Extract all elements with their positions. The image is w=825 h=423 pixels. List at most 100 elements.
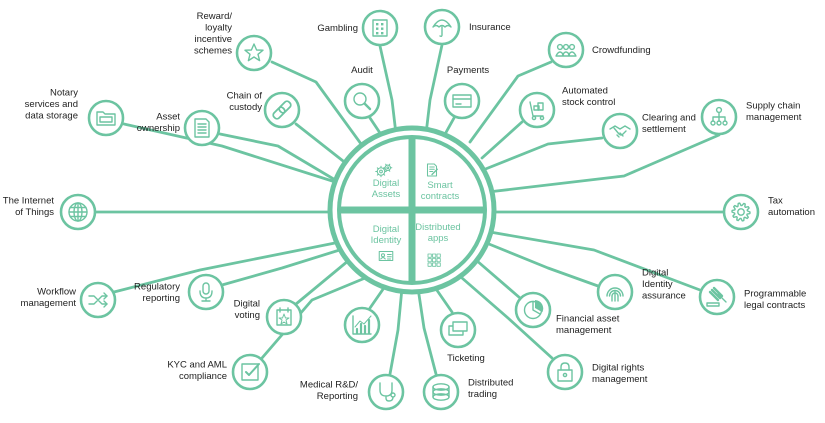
umbrella-icon (432, 19, 452, 38)
connector-clearing (476, 136, 604, 174)
node-crowdfunding: Crowdfunding (547, 31, 651, 69)
node-circle (367, 373, 405, 411)
node-label: Medical R&D/Reporting (300, 379, 358, 402)
connector-financial-asset (474, 258, 522, 300)
connector-reward (270, 60, 366, 150)
connector-workflow (112, 238, 352, 294)
padlock-icon (557, 362, 573, 382)
credit-card-icon (452, 94, 472, 108)
node-circle (546, 353, 584, 391)
node-circle (263, 91, 301, 129)
node-circle (265, 298, 303, 336)
people-icon (555, 43, 577, 57)
fingerprint-icon (606, 287, 624, 302)
star-icon (244, 43, 264, 62)
handshake-icon (609, 125, 631, 138)
node-label: Gambling (317, 23, 358, 34)
pie-chart-icon (523, 300, 544, 320)
shuffle-icon (88, 292, 108, 308)
globe-icon (68, 202, 88, 222)
microphone-icon (199, 282, 213, 302)
connector-medical (388, 286, 404, 376)
connector-chain-custody (294, 122, 354, 170)
node-circle (698, 278, 736, 316)
trolley-icon (529, 101, 545, 121)
ticket-icon (448, 321, 468, 336)
stethoscope-icon (379, 382, 396, 402)
connector-supply-chain (486, 133, 721, 194)
coins-icon (432, 383, 450, 401)
node-ticketing: Ticketing (439, 311, 485, 364)
node-circle (722, 193, 760, 231)
gear-icon (731, 202, 751, 222)
connector-voting (294, 254, 356, 306)
node-circle (343, 82, 381, 120)
magnifier-icon (353, 92, 372, 111)
node-label: Payments (447, 65, 489, 76)
node-circle (601, 112, 639, 150)
hub-fill (337, 135, 487, 285)
gears-icon (375, 163, 393, 178)
node-circle (422, 373, 460, 411)
connector-gambling (378, 44, 398, 136)
connector-asset-ownership (218, 132, 344, 186)
document-icon (194, 118, 210, 138)
connector-distributed-trading (416, 286, 438, 376)
node-audit: Audit (343, 65, 381, 120)
node-payments: Payments (443, 65, 489, 120)
network-icon (710, 106, 728, 126)
node-analytics (343, 306, 381, 344)
connector-digital-rights (460, 276, 554, 360)
node-circle (183, 109, 221, 147)
chain-link-icon (272, 100, 292, 120)
connector-insurance (424, 43, 444, 136)
gavel-icon (706, 286, 727, 307)
ballot-icon (276, 307, 292, 326)
checkbox-icon (241, 363, 260, 381)
connector-kyc (260, 274, 372, 360)
node-circle (361, 9, 399, 47)
node-medical: Medical R&D/Reporting (300, 373, 405, 411)
dice-icon (372, 19, 388, 37)
node-circle (235, 34, 273, 72)
connector-notary (122, 122, 350, 188)
id-card-icon (378, 250, 394, 262)
